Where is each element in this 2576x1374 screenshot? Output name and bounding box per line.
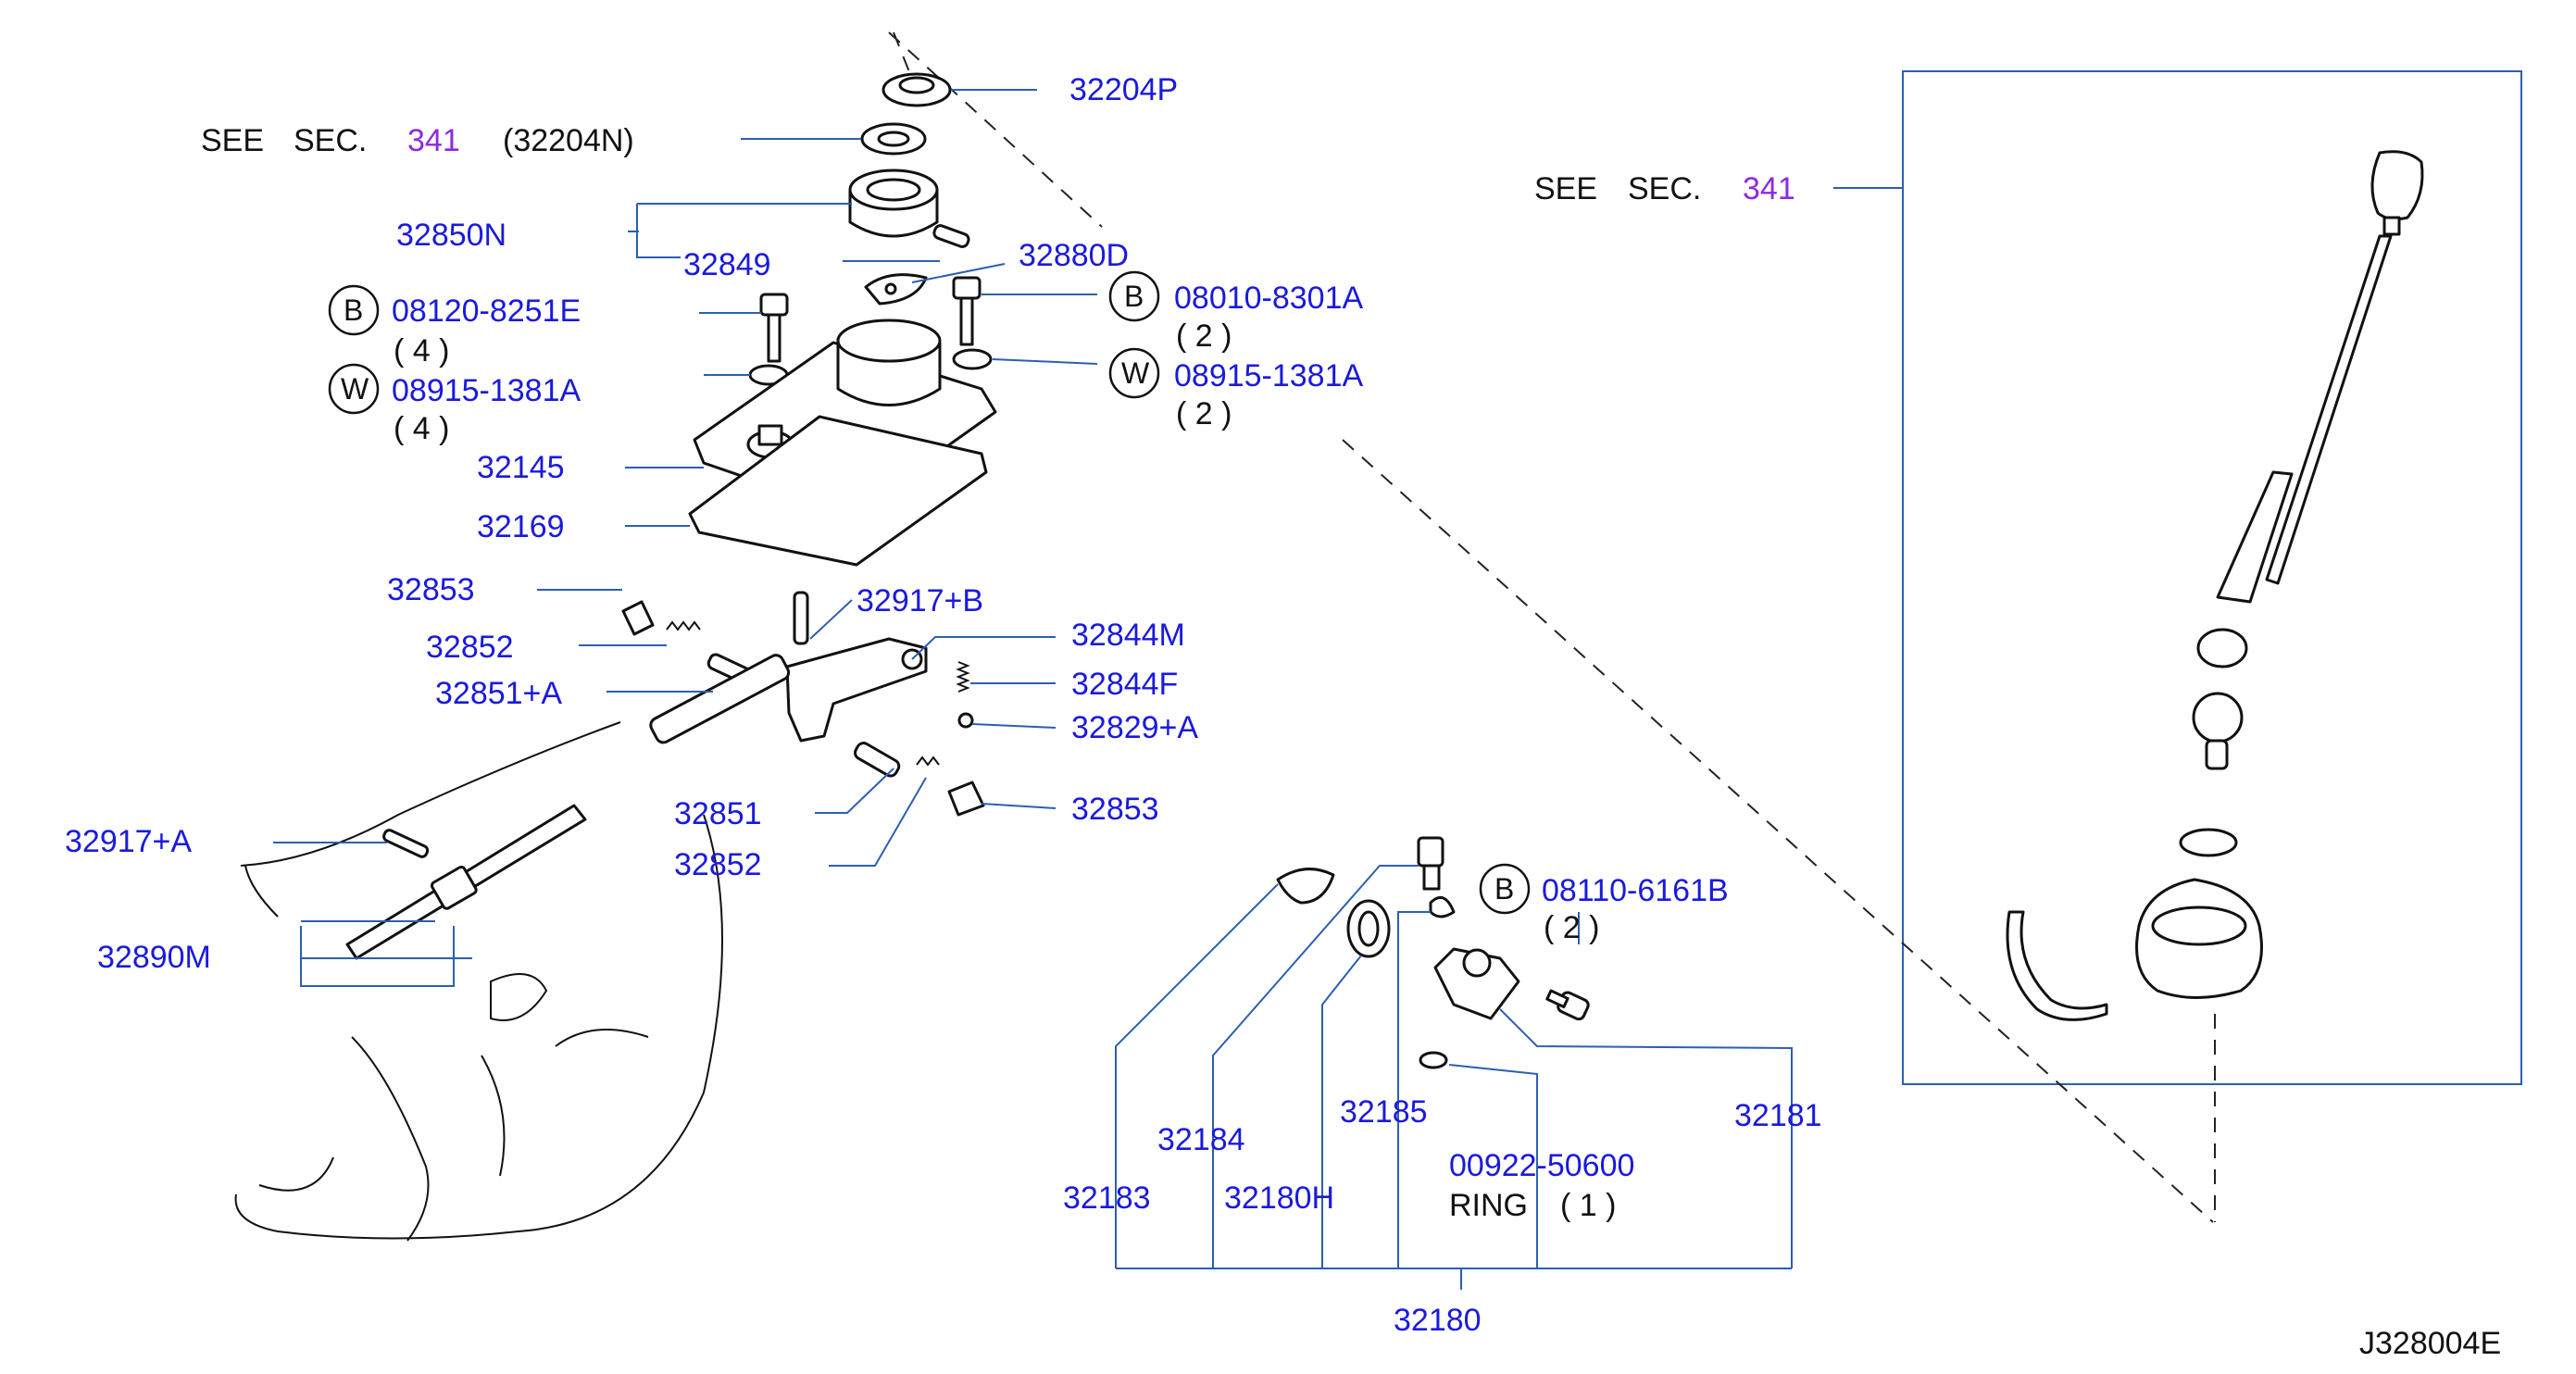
e-ring-drawing bbox=[882, 72, 952, 107]
part-32880D[interactable]: 32880D bbox=[1019, 238, 1129, 273]
b1-qty: ( 4 ) bbox=[394, 333, 449, 368]
ball-drawing bbox=[957, 712, 974, 729]
band-drawing bbox=[2006, 910, 2108, 1021]
part-32184[interactable]: 32184 bbox=[1157, 1122, 1245, 1157]
transmission-outline bbox=[234, 721, 723, 1242]
pin-drawing bbox=[932, 224, 970, 248]
see-sec-top-sec: SEC. bbox=[294, 123, 367, 158]
part-32852-top[interactable]: 32852 bbox=[426, 630, 514, 665]
lever-bracket-drawing bbox=[785, 637, 928, 743]
b2-qty: ( 2 ) bbox=[1176, 319, 1232, 354]
b1-mark: B bbox=[344, 294, 363, 327]
part-32844M[interactable]: 32844M bbox=[1071, 618, 1185, 653]
bolt-b3-drawing bbox=[1545, 989, 1590, 1021]
plug-top-drawing bbox=[621, 600, 655, 636]
plate-drawing bbox=[864, 273, 928, 306]
rod-drawing bbox=[649, 654, 791, 744]
bolt-left-drawing bbox=[759, 293, 789, 363]
part-32185[interactable]: 32185 bbox=[1340, 1094, 1428, 1130]
w2-mark: W bbox=[1121, 356, 1150, 390]
leader-lines bbox=[273, 89, 1903, 1290]
part-08120-8251E[interactable]: 08120-8251E bbox=[392, 294, 581, 329]
ring-drawing bbox=[1419, 1051, 1448, 1069]
b1-mark-circle bbox=[328, 284, 380, 336]
b3-mark: B bbox=[1494, 872, 1514, 906]
spring-drawing bbox=[956, 661, 970, 693]
bolt-right-drawing bbox=[952, 276, 982, 346]
see-sec-right-link[interactable]: 341 bbox=[1743, 171, 1795, 206]
spring-top-drawing bbox=[666, 620, 701, 631]
ring-label: RING bbox=[1449, 1188, 1528, 1223]
socket-32181-drawing bbox=[1433, 947, 1520, 1020]
b2-mark: B bbox=[1124, 280, 1144, 313]
part-32917-A[interactable]: 32917+A bbox=[65, 824, 192, 859]
dashed-guides bbox=[888, 31, 2216, 1223]
w2-mark-circle bbox=[1108, 347, 1160, 399]
b3-qty: ( 2 ) bbox=[1544, 910, 1599, 945]
part-32180[interactable]: 32180 bbox=[1394, 1303, 1482, 1338]
part-32145[interactable]: 32145 bbox=[477, 450, 565, 485]
plunger-bottom-drawing bbox=[854, 742, 901, 778]
part-08010-8301A[interactable]: 08010-8301A bbox=[1174, 281, 1364, 316]
part-08110-6161B[interactable]: 08110-6161B bbox=[1542, 873, 1729, 908]
oring-32180H-drawing bbox=[1346, 899, 1391, 958]
part-32850N[interactable]: 32850N bbox=[396, 218, 506, 253]
plug-bottom-drawing bbox=[947, 781, 985, 817]
part-32851-A[interactable]: 32851+A bbox=[435, 676, 562, 711]
ring-qty: ( 1 ) bbox=[1560, 1188, 1616, 1223]
b2-mark-circle bbox=[1108, 270, 1160, 322]
gasket-drawing bbox=[688, 415, 988, 567]
part-32180H[interactable]: 32180H bbox=[1224, 1180, 1334, 1216]
see-sec-top-ref: (32204N) bbox=[503, 123, 634, 158]
w1-mark: W bbox=[341, 372, 369, 406]
washer-right-drawing bbox=[952, 348, 993, 370]
part-32844F[interactable]: 32844F bbox=[1071, 667, 1178, 702]
diagram-id: J328004E bbox=[2359, 1326, 2501, 1361]
gear-lever-drawing bbox=[2192, 150, 2424, 770]
shift-lever-drawing bbox=[345, 804, 587, 960]
w1-qty: ( 4 ) bbox=[394, 411, 449, 446]
clip-32185-drawing bbox=[1429, 895, 1456, 918]
part-32169[interactable]: 32169 bbox=[477, 509, 565, 544]
part-08915-1381A-right[interactable]: 08915-1381A bbox=[1174, 358, 1364, 393]
part-32204P[interactable]: 32204P bbox=[1069, 72, 1178, 107]
part-32853-bottom[interactable]: 32853 bbox=[1071, 792, 1159, 827]
spring-bottom-drawing bbox=[916, 756, 940, 767]
washer-drawing bbox=[860, 122, 927, 156]
part-32852-bottom[interactable]: 32852 bbox=[674, 847, 762, 882]
see-sec-right-see: SEE bbox=[1534, 171, 1597, 206]
see-sec-right-sec: SEC. bbox=[1628, 171, 1701, 206]
part-32853-top[interactable]: 32853 bbox=[387, 572, 475, 607]
w2-qty: ( 2 ) bbox=[1176, 396, 1232, 431]
inset-box bbox=[1902, 70, 2522, 1085]
part-32183[interactable]: 32183 bbox=[1063, 1180, 1151, 1216]
part-32917-B[interactable]: 32917+B bbox=[857, 583, 983, 618]
boot-drawing bbox=[2135, 828, 2263, 999]
part-08915-1381A-left[interactable]: 08915-1381A bbox=[392, 373, 581, 408]
part-00922-50600[interactable]: 00922-50600 bbox=[1449, 1148, 1634, 1183]
seat-32183-drawing bbox=[1276, 868, 1335, 905]
see-sec-top-link[interactable]: 341 bbox=[407, 123, 460, 158]
see-sec-top-see: SEE bbox=[201, 123, 264, 158]
pin-a-drawing bbox=[382, 829, 430, 858]
w1-mark-circle bbox=[328, 363, 380, 415]
part-32851[interactable]: 32851 bbox=[674, 796, 762, 831]
part-32849[interactable]: 32849 bbox=[683, 247, 771, 282]
part-32181[interactable]: 32181 bbox=[1734, 1098, 1822, 1133]
part-32890M[interactable]: 32890M bbox=[97, 940, 211, 975]
part-32829-A[interactable]: 32829+A bbox=[1071, 710, 1198, 745]
bushing-32184-drawing bbox=[1417, 836, 1444, 891]
bushing-drawing bbox=[848, 169, 939, 238]
pin-b-drawing bbox=[793, 591, 809, 645]
b3-mark-circle bbox=[1479, 863, 1531, 915]
